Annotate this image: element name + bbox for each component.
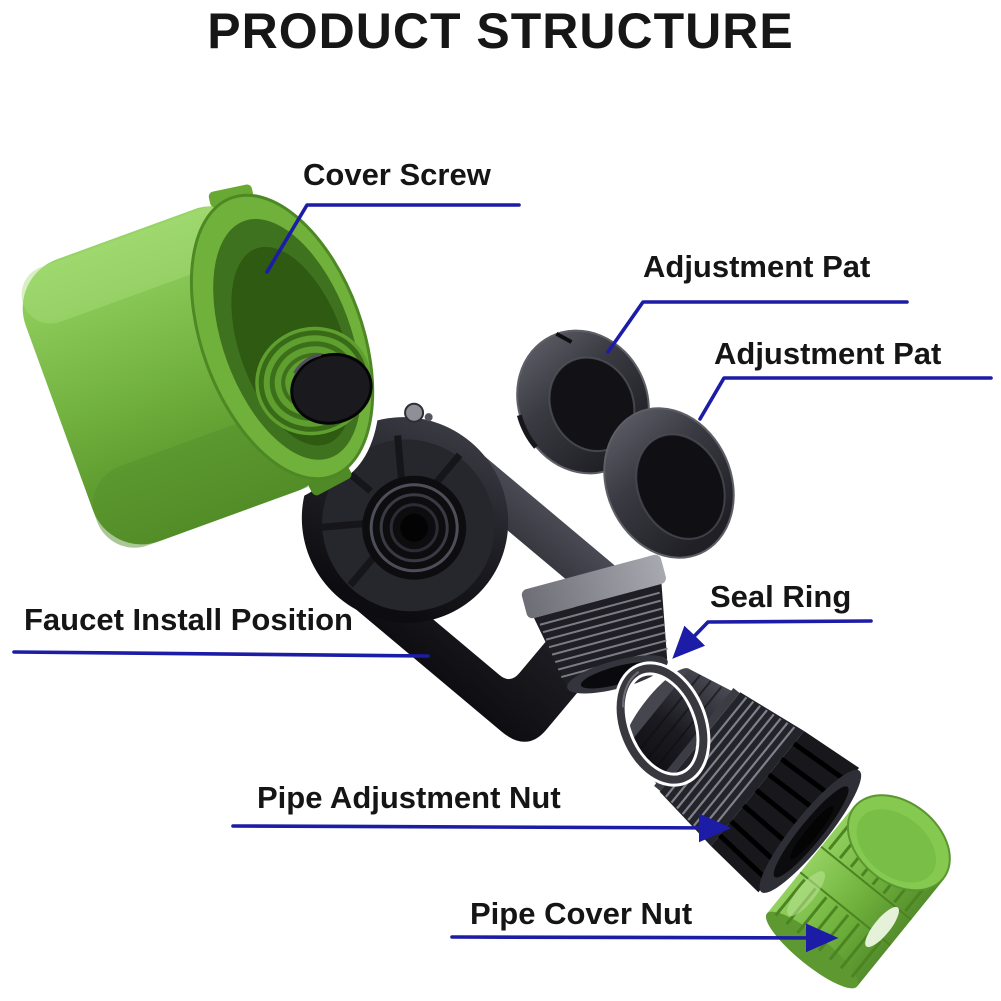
pipe-adjustment-nut-part bbox=[624, 668, 862, 893]
adjustment-pat-bottom-part bbox=[603, 407, 735, 559]
nut-ribs bbox=[717, 741, 850, 883]
leader-faucet-install-position bbox=[12, 650, 430, 658]
leader-pipe-cover-nut bbox=[450, 923, 839, 953]
head-spokes bbox=[320, 435, 463, 588]
male-threads bbox=[539, 591, 668, 678]
leader-adjustment-pat-bottom bbox=[698, 376, 993, 421]
label-cover-screw: Cover Screw bbox=[303, 157, 491, 192]
label-faucet-install-position: Faucet Install Position bbox=[24, 602, 353, 637]
leader-seal-ring bbox=[672, 619, 873, 659]
label-pipe-adjustment-nut: Pipe Adjustment Nut bbox=[257, 780, 561, 815]
ring-split-notch bbox=[555, 331, 573, 344]
leader-pipe-adjustment-nut bbox=[231, 813, 732, 843]
label-adjustment-pat-bottom: Adjustment Pat bbox=[714, 336, 942, 371]
label-adjustment-pat-top: Adjustment Pat bbox=[643, 249, 871, 284]
cap-inner-screw bbox=[255, 326, 373, 436]
body-knob bbox=[404, 402, 425, 423]
page-title: PRODUCT STRUCTURE bbox=[207, 3, 794, 59]
leader-cover-screw bbox=[265, 203, 521, 274]
label-pipe-cover-nut: Pipe Cover Nut bbox=[470, 896, 693, 931]
leader-lines bbox=[12, 203, 993, 953]
leader-adjustment-pat-top bbox=[606, 300, 909, 354]
cover-screw-part bbox=[15, 184, 380, 552]
label-seal-ring: Seal Ring bbox=[710, 579, 852, 614]
screw-rubber-tip bbox=[290, 352, 373, 425]
